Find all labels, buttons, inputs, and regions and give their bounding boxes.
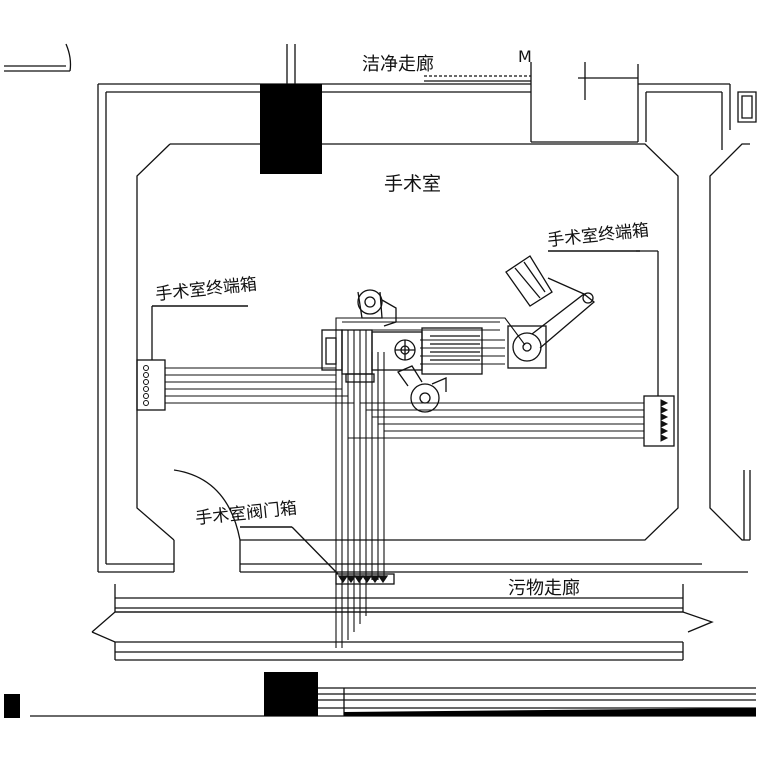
top-column-lines (286, 44, 296, 84)
operating-room-label: 手术室 (384, 173, 441, 195)
top-left-wall-fragment (4, 43, 72, 72)
operating-room-outline (136, 143, 679, 572)
equipment-pendant (505, 255, 596, 369)
dirty-corridor-label: 污物走廊 (508, 578, 580, 599)
terminal-box-left (136, 305, 248, 411)
clean-corridor-door (424, 62, 639, 100)
terminal-box-right-label: 手术室终端箱 (546, 220, 650, 251)
adjacent-room-right (709, 91, 757, 541)
dirty-corridor-walls (91, 584, 714, 661)
bottom-edge-fill (344, 708, 756, 716)
clean-corridor-label: 洁净走廊 (362, 54, 434, 75)
operating-table (321, 327, 483, 383)
valve-box (240, 526, 395, 585)
surgical-lamp-bottom (397, 365, 447, 413)
column-bottom-left (4, 694, 20, 718)
shaft-top (260, 84, 322, 174)
terminal-box-left-label: 手术室终端箱 (154, 274, 258, 305)
terminal-box-right (548, 250, 675, 447)
shaft-bottom (264, 672, 318, 716)
outer-wall (97, 83, 748, 573)
terminal-box-right-ports (660, 399, 669, 442)
surgical-lamp-top (357, 289, 397, 327)
valve-box-label: 手术室阀门箱 (194, 498, 298, 529)
valve-box-ports (337, 575, 389, 584)
terminal-box-left-ports (143, 365, 149, 406)
door-mark-label: M (518, 47, 532, 66)
